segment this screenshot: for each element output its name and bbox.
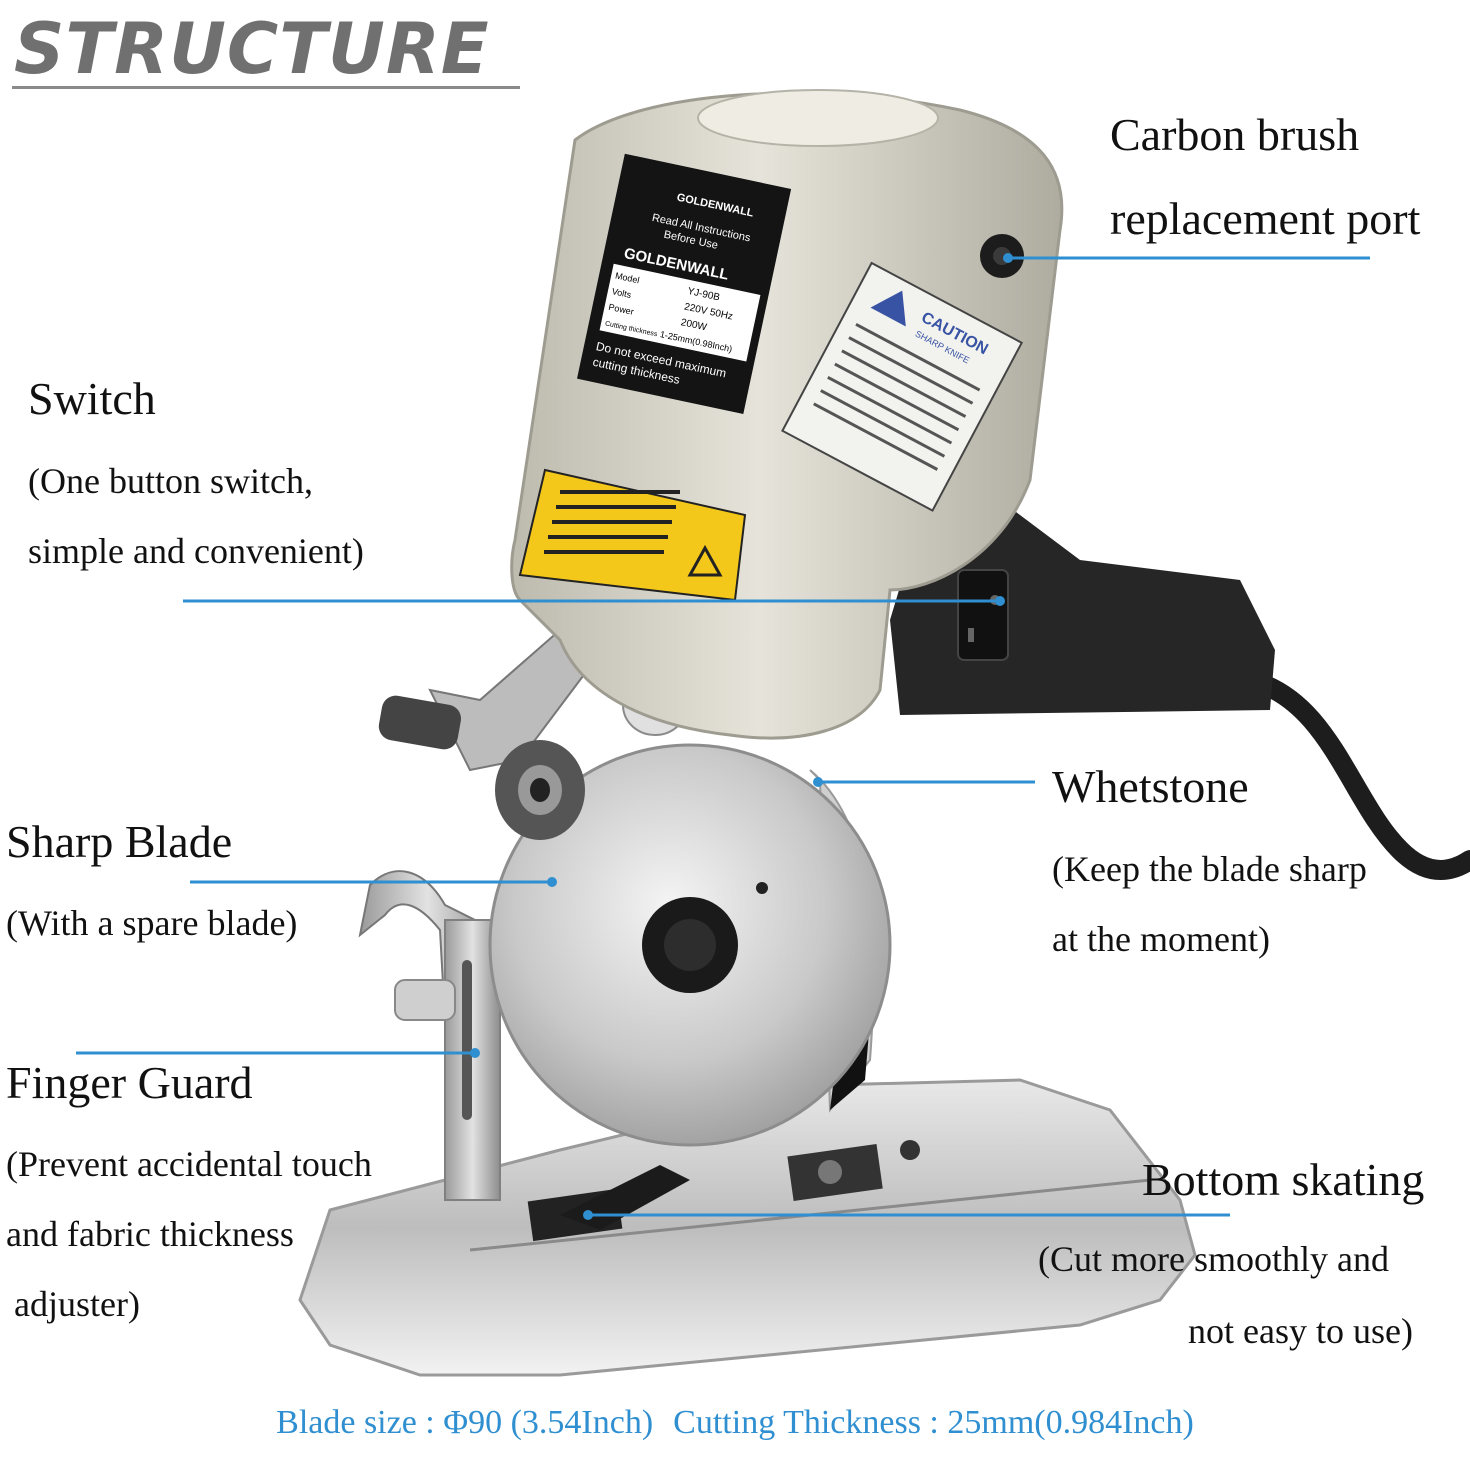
svg-text:200W: 200W <box>680 317 708 333</box>
power-switch <box>957 569 1009 661</box>
bottom-skating-label: Bottom skating <box>1142 1154 1425 1205</box>
bottom-skating-desc-line2: not easy to use) <box>1188 1311 1413 1351</box>
switch-desc-line1: (One button switch, <box>28 461 313 501</box>
product-label: GOLDENWALL Read All Instructions Before … <box>577 153 792 415</box>
page-title: STRUCTURE <box>14 8 490 90</box>
guard-knob <box>394 979 456 1021</box>
switch-desc-line2: simple and convenient) <box>28 531 364 571</box>
bottom-skating-desc-line1: (Cut more smoothly and <box>1038 1239 1389 1279</box>
callout-lines <box>76 256 1370 1217</box>
sharp-blade-desc: (With a spare blade) <box>6 903 298 943</box>
caution-sticker: CAUTION SHARP KNIFE <box>781 261 1024 512</box>
switch-label: Switch <box>28 373 156 424</box>
power-cord <box>1240 670 1470 880</box>
svg-text:Model: Model <box>614 270 640 285</box>
whetstone-desc-line2: at the moment) <box>1052 919 1270 959</box>
cutting-thickness-text: Cutting Thickness : 25mm(0.984Inch) <box>673 1404 1194 1441</box>
spec-footer: Blade size : Φ90 (3.54Inch) Cutting Thick… <box>0 1404 1470 1442</box>
finger-guard-label: Finger Guard <box>6 1057 253 1108</box>
whetstone-label: Whetstone <box>1052 761 1249 812</box>
sharp-blade-label: Sharp Blade <box>6 816 233 867</box>
title-underline <box>12 86 520 89</box>
svg-text:Volts: Volts <box>611 286 633 300</box>
base-plate <box>298 1078 1197 1377</box>
finger-guard-desc-line2: and fabric thickness <box>6 1214 294 1254</box>
carbon-brush-label: Carbon brush <box>1110 109 1360 160</box>
carbon-brush-label-line2: replacement port <box>1110 193 1421 244</box>
whetstone-desc-line1: (Keep the blade sharp <box>1052 849 1367 889</box>
blade-size-text: Blade size : Φ90 (3.54Inch) <box>276 1404 654 1441</box>
finger-guard-desc-line3: adjuster) <box>14 1284 140 1324</box>
finger-guard-desc-line1: (Prevent accidental touch <box>6 1144 372 1184</box>
